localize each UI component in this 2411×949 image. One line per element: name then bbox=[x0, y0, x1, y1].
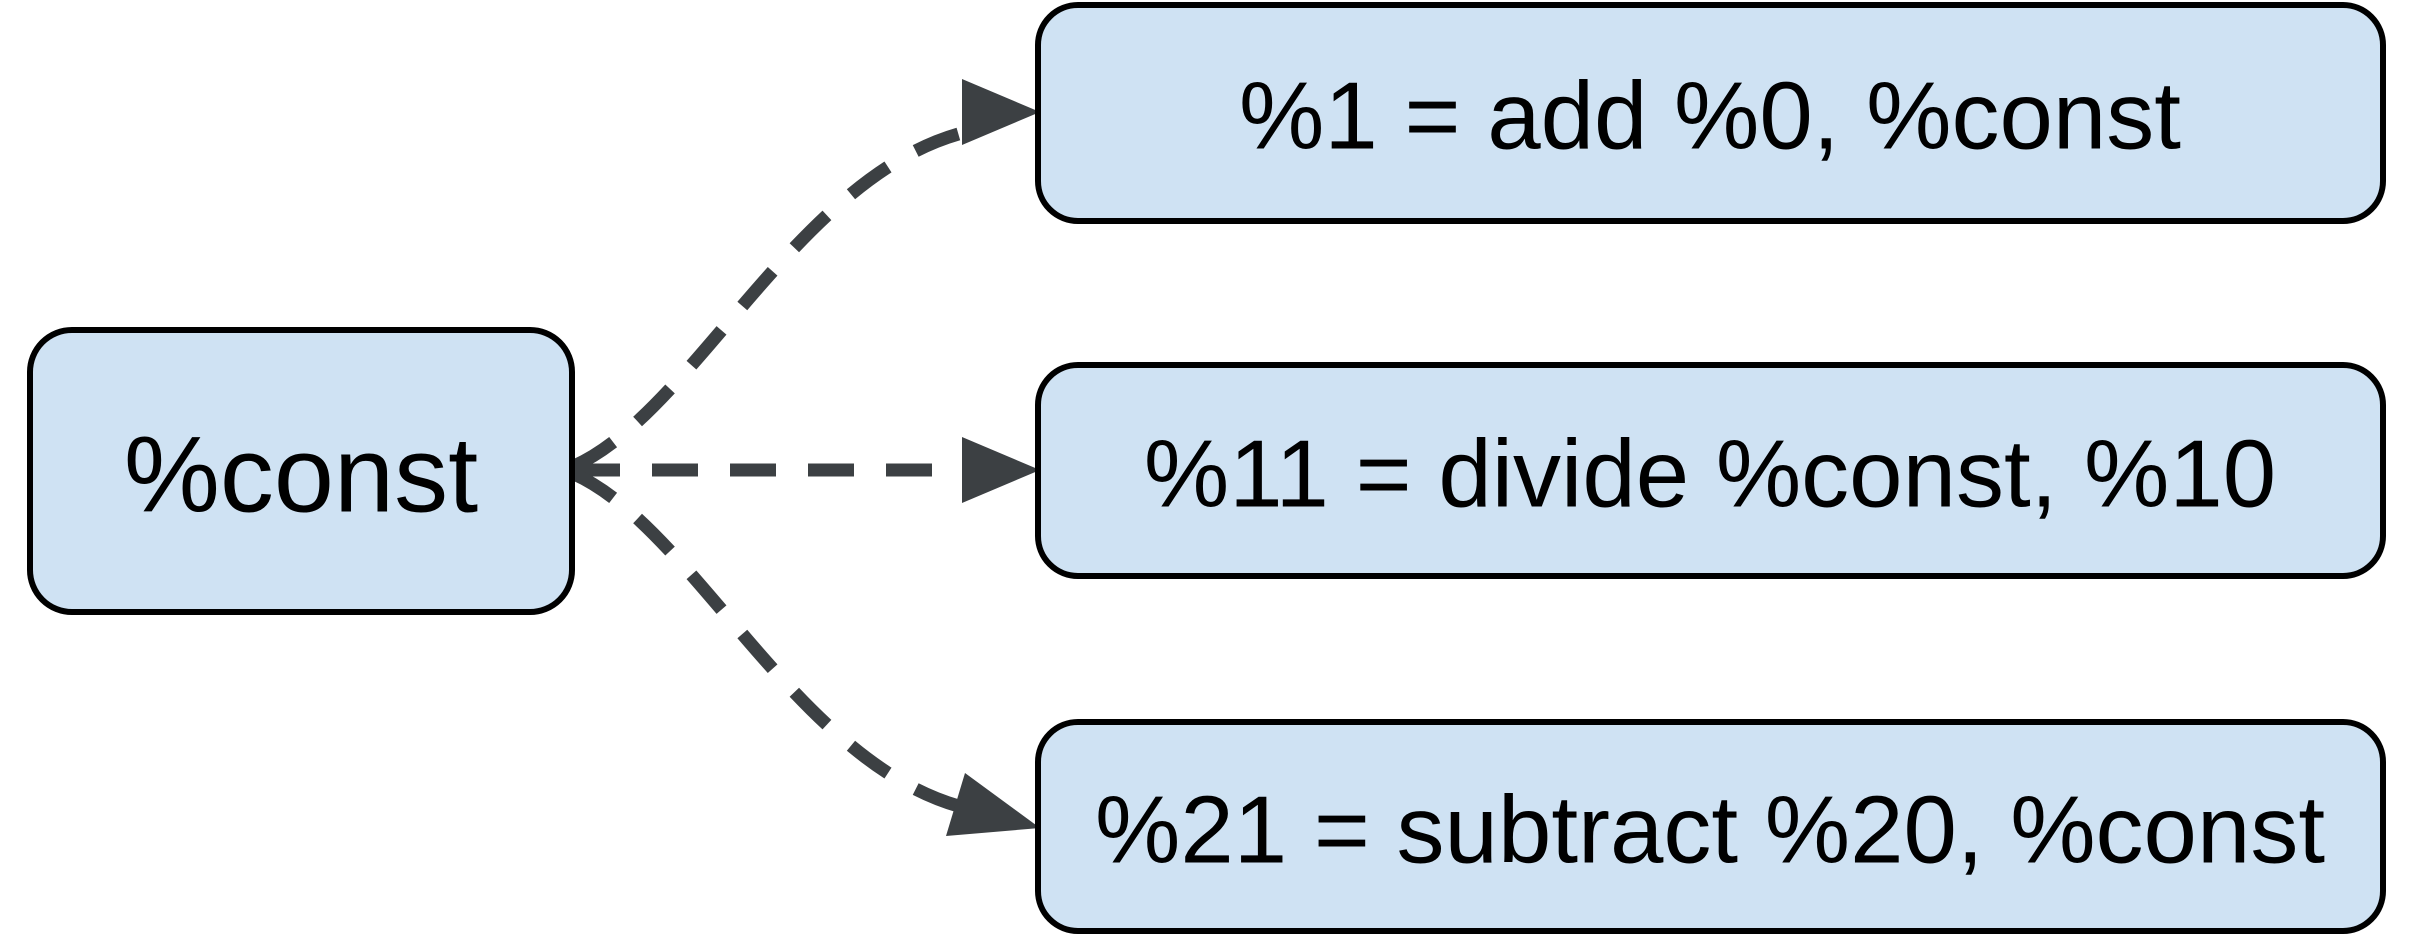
node-subtract-label: %21 = subtract %20, %const bbox=[1095, 777, 2325, 884]
node-const-label: %const bbox=[124, 414, 478, 535]
node-add bbox=[1035, 2, 2386, 224]
edge-const-to-subtract bbox=[571, 468, 972, 816]
edge-const-to-add bbox=[571, 124, 972, 472]
node-add-label: %1 = add %0, %const bbox=[1239, 63, 2181, 170]
node-const bbox=[27, 327, 575, 615]
arrowhead-icon bbox=[962, 437, 1040, 503]
nodes-group: %const %1 = add %0, %const %11 = divide … bbox=[27, 2, 2386, 934]
arrowhead-icon bbox=[962, 79, 1040, 145]
node-divide bbox=[1035, 362, 2386, 579]
arrowhead-icon bbox=[946, 773, 1040, 836]
edges-group bbox=[571, 79, 1040, 836]
node-subtract bbox=[1035, 719, 2386, 934]
node-divide-label: %11 = divide %const, %10 bbox=[1144, 421, 2276, 528]
